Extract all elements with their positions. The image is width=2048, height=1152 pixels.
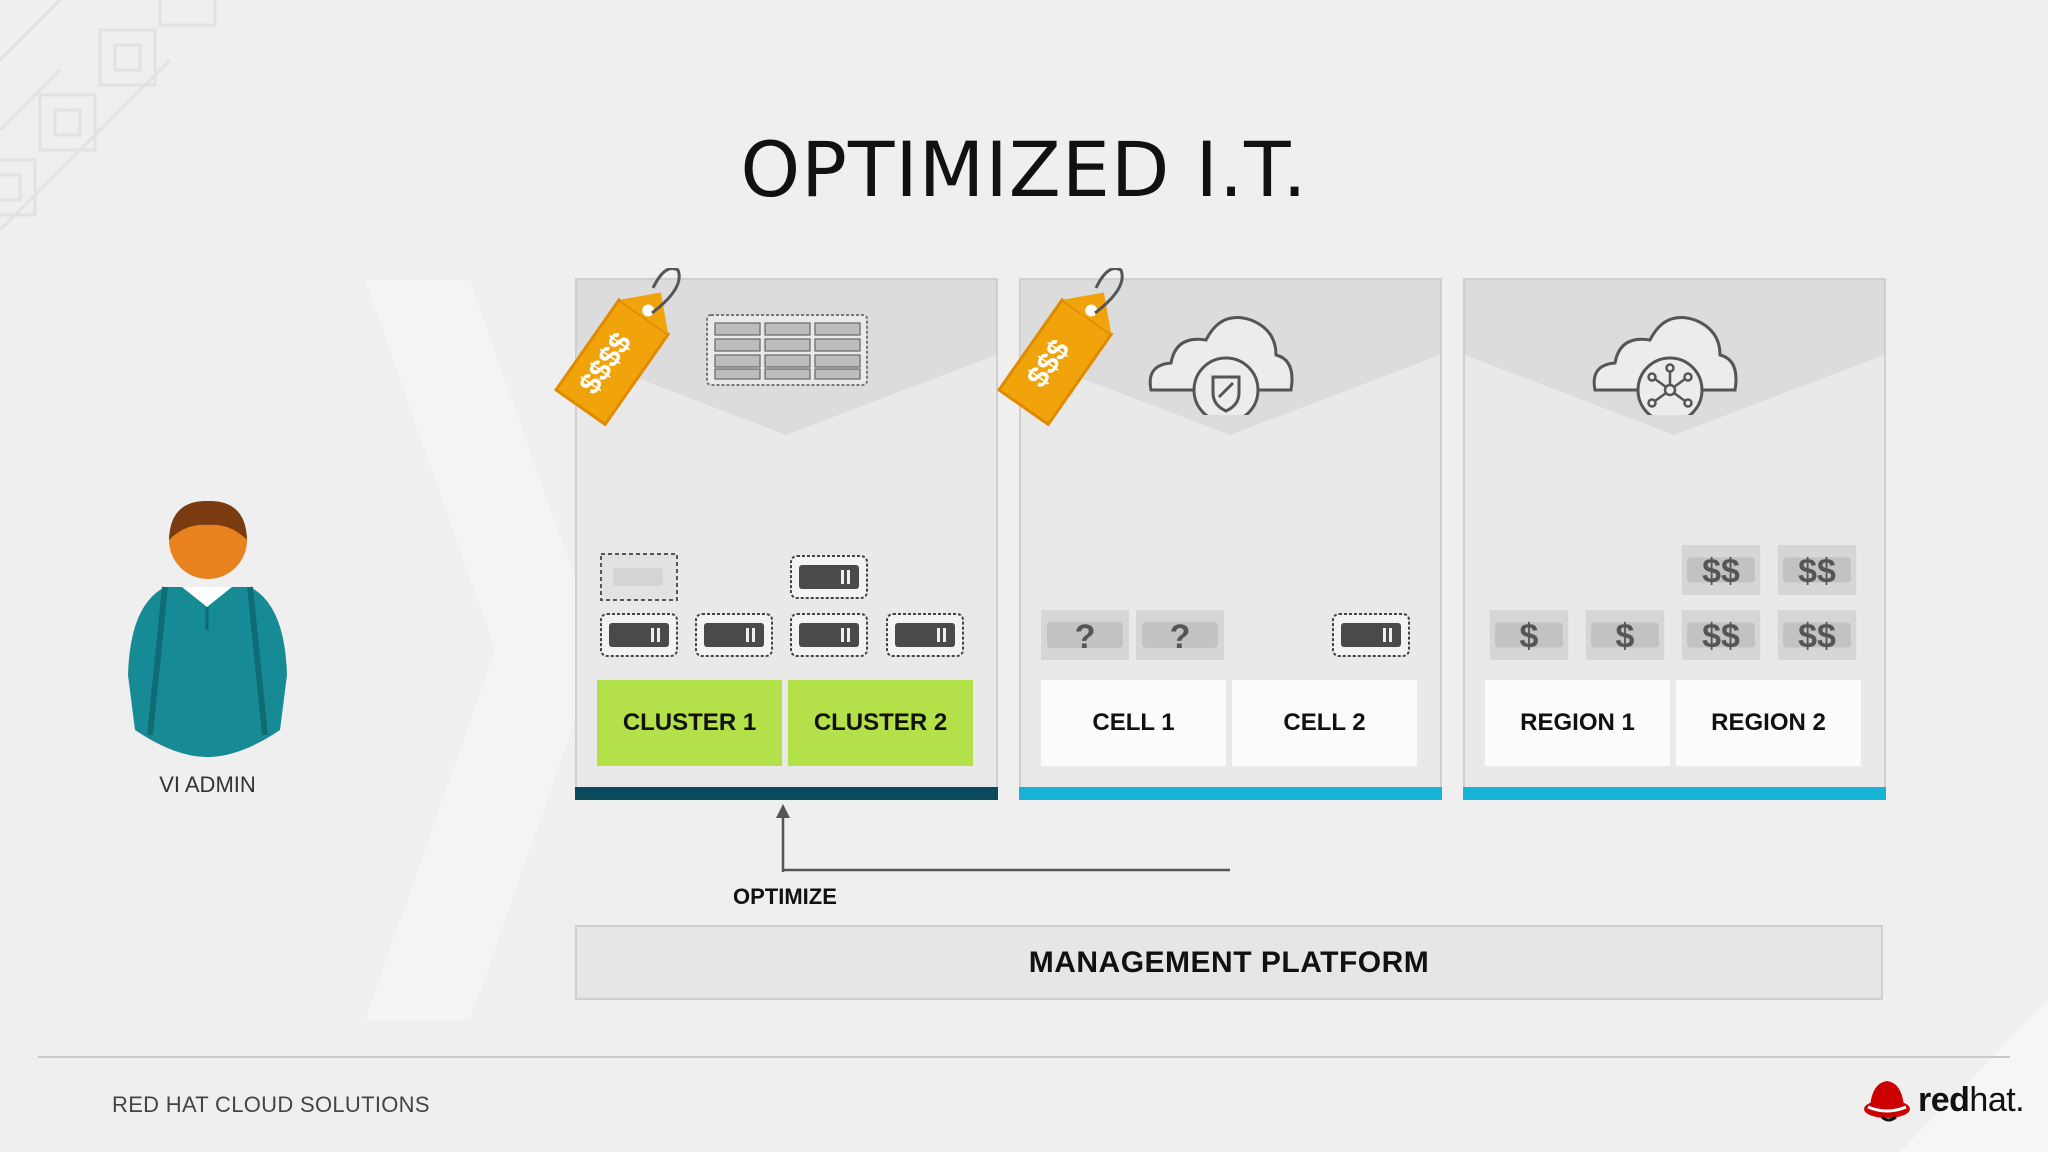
cost-server-icon: $$	[1681, 610, 1761, 660]
cost-server-icon: $$	[1681, 545, 1761, 595]
redhat-shadowman-icon	[1864, 1081, 1910, 1122]
cell-2-label: CELL 2	[1232, 680, 1417, 766]
redhat-logo: redhat.	[1862, 1077, 2025, 1123]
cell-1-label: CELL 1	[1041, 680, 1226, 766]
actor-label: VI ADMIN	[159, 772, 256, 797]
management-platform-bar: MANAGEMENT PLATFORM	[575, 925, 1883, 1000]
region-2-label: REGION 2	[1676, 680, 1861, 766]
logo-bold: red	[1918, 1080, 1970, 1119]
price-tag-icon: $$$	[996, 268, 1124, 427]
cluster-2-label: CLUSTER 2	[788, 680, 973, 766]
redhat-wordmark: redhat.	[1918, 1080, 2025, 1120]
price-tag-icon: $$$$	[553, 268, 681, 427]
panel-accent-bar	[1463, 787, 1886, 800]
unknown-mark: ?	[1170, 618, 1191, 656]
cost-server-icon: $	[1585, 610, 1665, 660]
datacenter-rack-icon	[706, 314, 868, 386]
cost-mark: $$	[1798, 553, 1836, 591]
cost-mark: $$	[1702, 553, 1740, 591]
cost-server-icon: $	[1489, 610, 1569, 660]
region-panel: $$ $$ $ $ $$ $$ REGION 1 REGION 2	[1463, 278, 1886, 800]
server-icon	[600, 613, 678, 657]
page-title: OPTIMIZED I.T.	[740, 125, 1308, 214]
cost-mark: $	[1616, 618, 1635, 656]
cost-server-icon: $$	[1777, 545, 1857, 595]
unknown-server-icon: ?	[1041, 610, 1129, 660]
server-icon	[886, 613, 964, 657]
network-cloud-icon	[1592, 316, 1738, 415]
logo-regular: hat.	[1969, 1080, 2025, 1119]
cluster-1-label: CLUSTER 1	[597, 680, 782, 766]
server-icon	[695, 613, 773, 657]
secure-cloud-icon	[1148, 316, 1294, 415]
optimize-label: OPTIMIZE	[733, 884, 837, 909]
cost-mark: $$	[1798, 618, 1836, 656]
footer-text: RED HAT CLOUD SOLUTIONS	[112, 1092, 430, 1117]
cost-server-icon: $$	[1777, 610, 1857, 660]
server-icon	[790, 613, 868, 657]
panel-accent-bar	[575, 787, 998, 800]
unknown-mark: ?	[1075, 618, 1096, 656]
panel-accent-bar	[1019, 787, 1442, 800]
admin-avatar-icon	[128, 500, 287, 757]
optimize-arrow	[776, 804, 1230, 872]
cost-mark: $$	[1702, 618, 1740, 656]
footer-divider	[38, 1056, 2010, 1058]
empty-server-slot-icon	[600, 553, 678, 601]
server-icon	[1332, 613, 1410, 657]
region-1-label: REGION 1	[1485, 680, 1670, 766]
cost-mark: $	[1520, 618, 1539, 656]
unknown-server-icon: ?	[1136, 610, 1224, 660]
server-icon	[790, 555, 868, 599]
